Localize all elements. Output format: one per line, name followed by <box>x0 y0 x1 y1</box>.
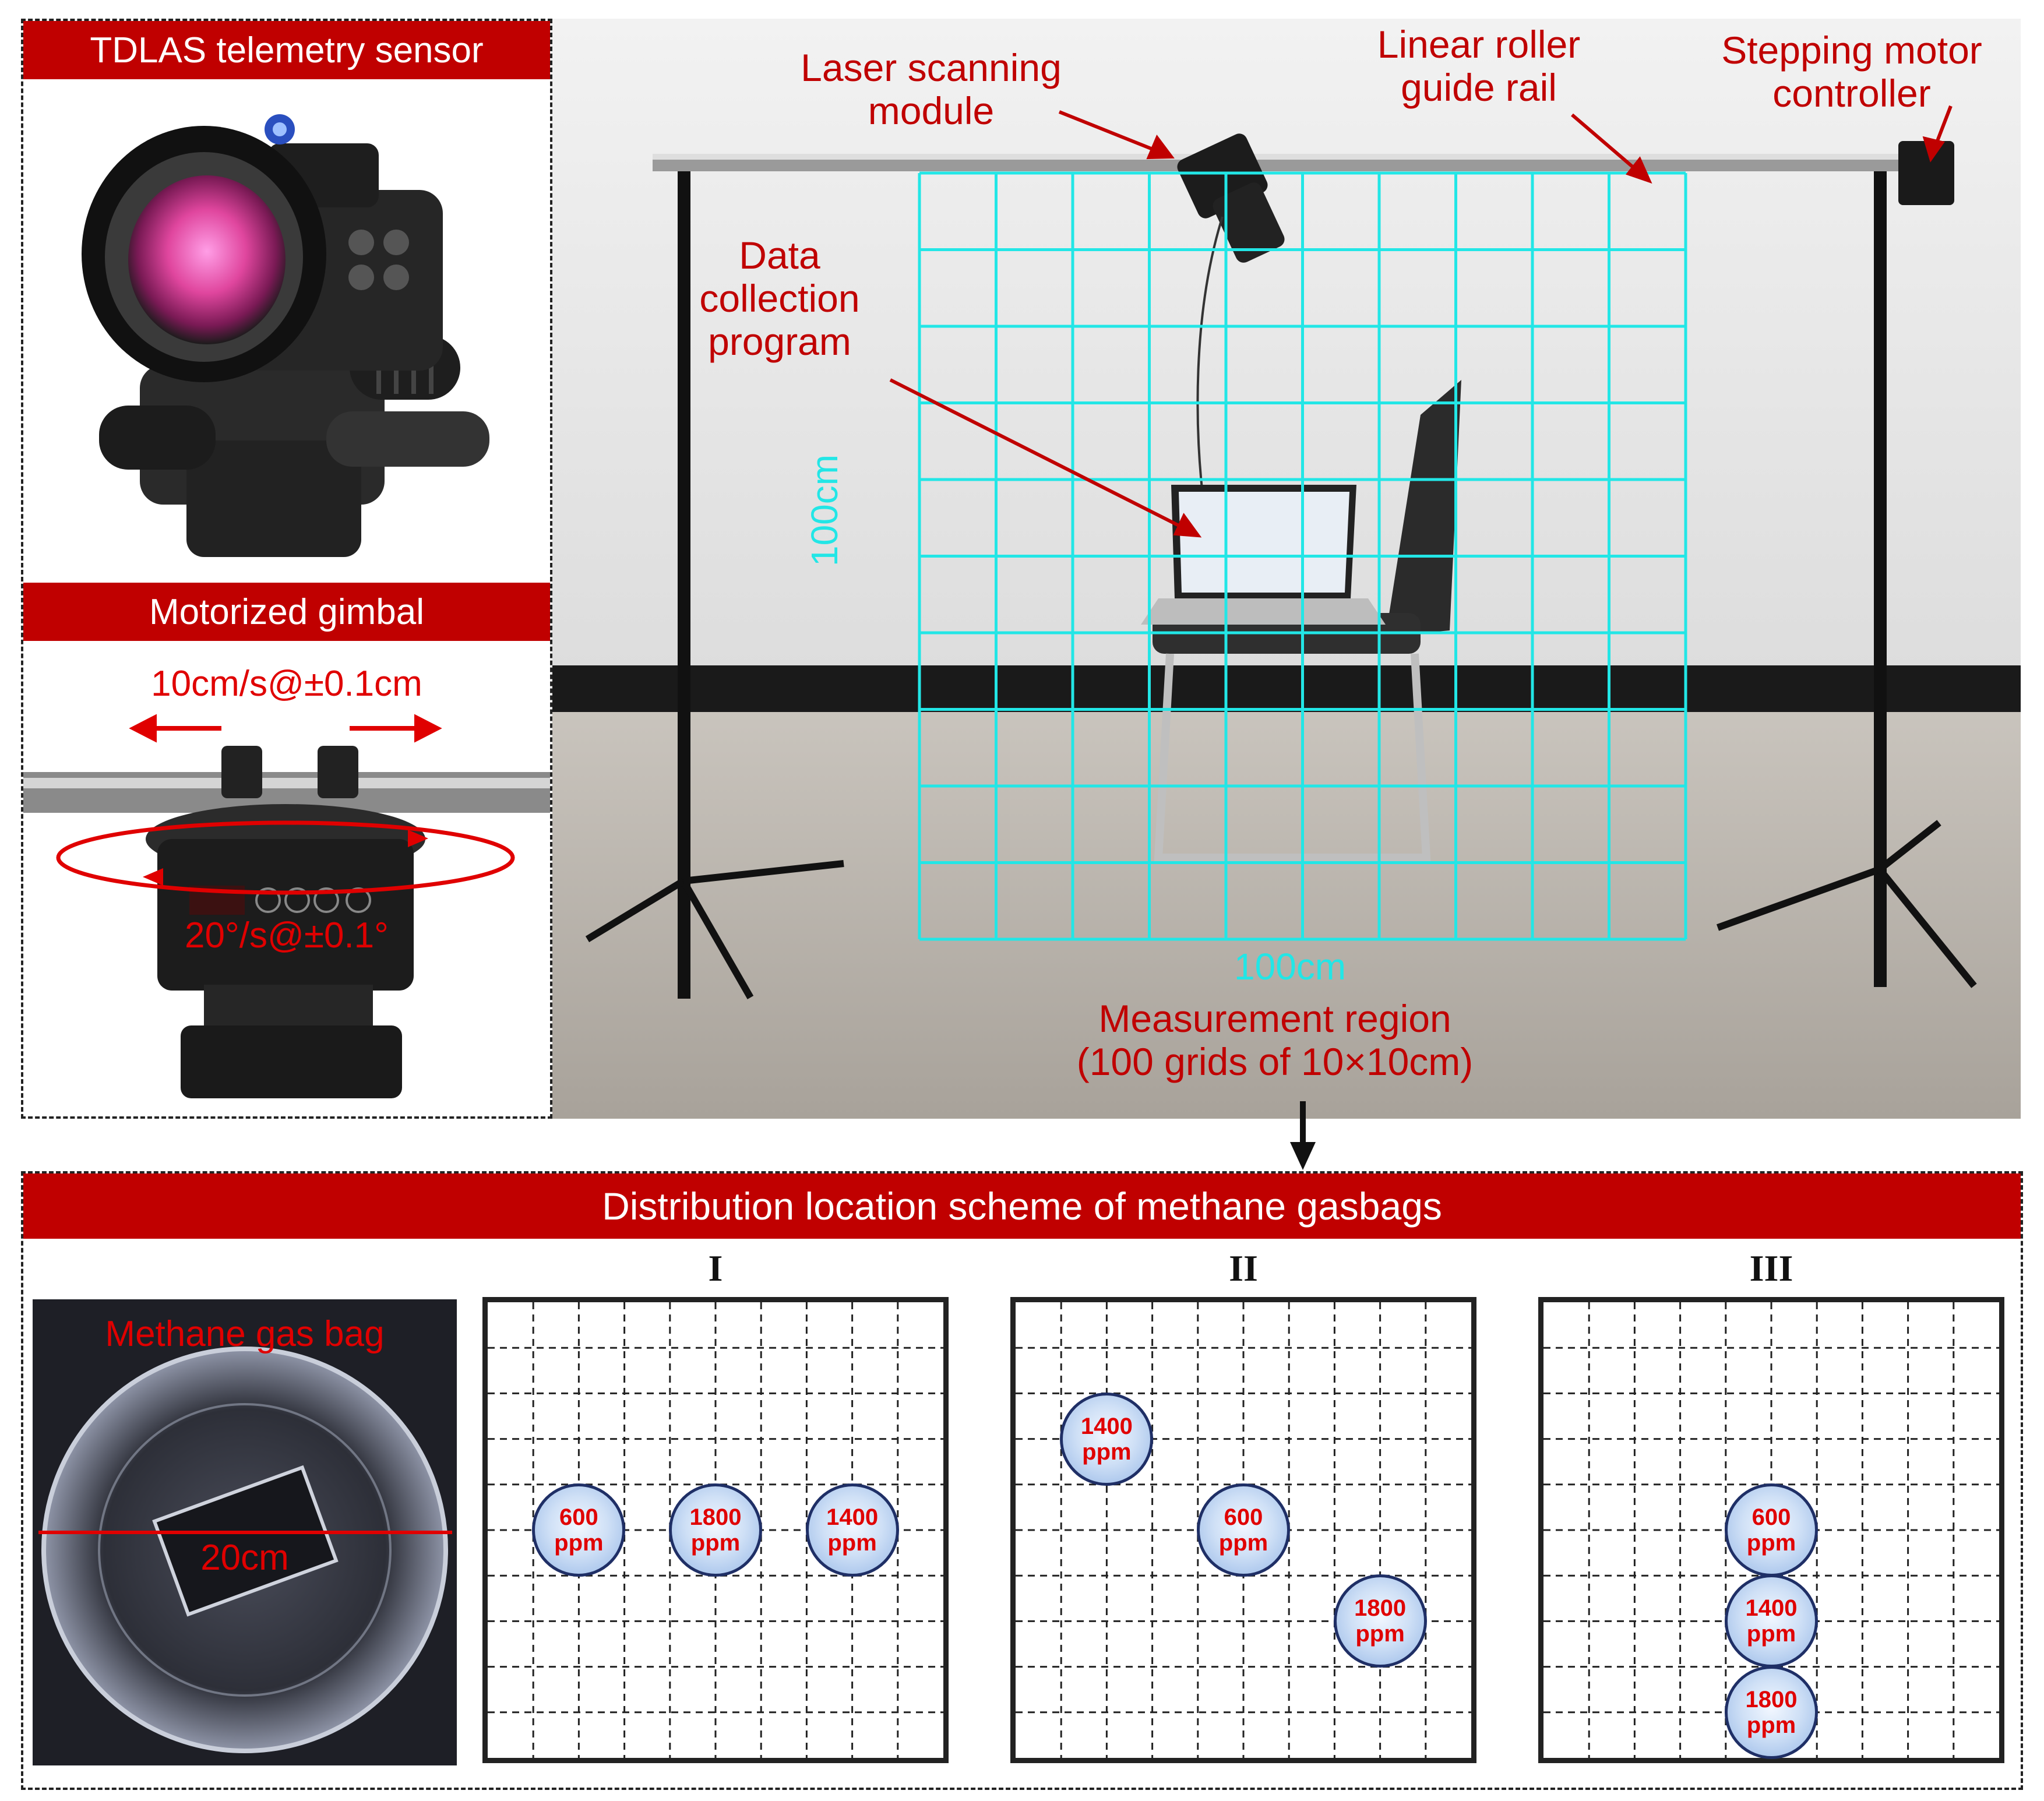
left-panel <box>21 19 552 1119</box>
gas-bag-ppm-value: 600 <box>1752 1504 1791 1530</box>
gas-bag-ppm-value: 1400 <box>1745 1595 1798 1622</box>
stepping-motor-controller-label: Stepping motor controller <box>1721 29 1982 115</box>
gas-bag-ppm-unit: ppm <box>1746 1712 1796 1738</box>
gas-bag-ppm-unit: ppm <box>827 1530 877 1556</box>
gimbal-rotation-speed: 20°/s@±0.1° <box>185 915 389 956</box>
gas-bag-ppm-value: 1400 <box>826 1504 879 1530</box>
gimbal-photo: 10cm/s@±0.1cm 20°/s@±0.1° <box>23 641 550 1116</box>
label-pointer-arrows <box>889 105 1953 538</box>
layout-title: II <box>1229 1247 1258 1289</box>
grid-height-label: 100cm <box>803 454 845 566</box>
gas-bag-ppm-unit: ppm <box>1218 1530 1268 1556</box>
grid-width-label: 100cm <box>1234 946 1347 988</box>
gas-bag-ppm-unit: ppm <box>1355 1621 1405 1647</box>
tdlas-sensor-photo <box>23 79 550 583</box>
laser-scanning-module-label: Laser scanning module <box>801 46 1062 132</box>
gas-bag-ppm-unit: ppm <box>1082 1439 1132 1465</box>
layout-title: I <box>708 1247 723 1289</box>
sensor-title: TDLAS telemetry sensor <box>90 30 484 71</box>
gas-bag-ppm-value: 1800 <box>1354 1595 1407 1622</box>
measurement-region-label: Measurement region (100 grids of 10×10cm… <box>1076 997 1474 1083</box>
scheme-panel <box>21 1171 2023 1790</box>
gas-bag-ppm-value: 1400 <box>1080 1413 1133 1439</box>
gimbal-title: Motorized gimbal <box>149 591 425 632</box>
gas-bag-ppm-value: 1800 <box>1745 1686 1798 1712</box>
gas-bag-label: Methane gas bag <box>105 1314 385 1354</box>
measurement-grid <box>918 171 1687 941</box>
gas-bag-ppm-unit: ppm <box>554 1530 604 1556</box>
gas-bag-ppm-unit: ppm <box>690 1530 741 1556</box>
gas-bag-ppm-value: 600 <box>1224 1504 1263 1530</box>
sensor-title-bar: TDLAS telemetry sensor <box>23 21 550 79</box>
gimbal-linear-speed: 10cm/s@±0.1cm <box>151 664 422 704</box>
layout-title: III <box>1749 1247 1793 1289</box>
gas-bag-ppm-unit: ppm <box>1746 1621 1796 1647</box>
data-collection-program-label: Data collection program <box>699 234 860 363</box>
scheme-title-bar: Distribution location scheme of methane … <box>23 1173 2021 1239</box>
gas-bag-ppm-value: 1800 <box>689 1504 742 1530</box>
gas-bag-photo: Methane gas bag 20cm <box>33 1299 457 1765</box>
gas-bag-ppm-unit: ppm <box>1746 1530 1796 1556</box>
gas-bag-ppm-value: 600 <box>559 1504 598 1530</box>
linear-roller-guide-rail-label: Linear roller guide rail <box>1377 23 1581 109</box>
scheme-pointer-arrow <box>1290 1101 1316 1170</box>
gas-bag-diameter: 20cm <box>200 1538 289 1578</box>
gimbal-title-bar: Motorized gimbal <box>23 583 550 641</box>
scheme-title: Distribution location scheme of methane … <box>602 1185 1442 1228</box>
setup-photo: Laser scanning module Linear roller guid… <box>552 19 2021 1119</box>
